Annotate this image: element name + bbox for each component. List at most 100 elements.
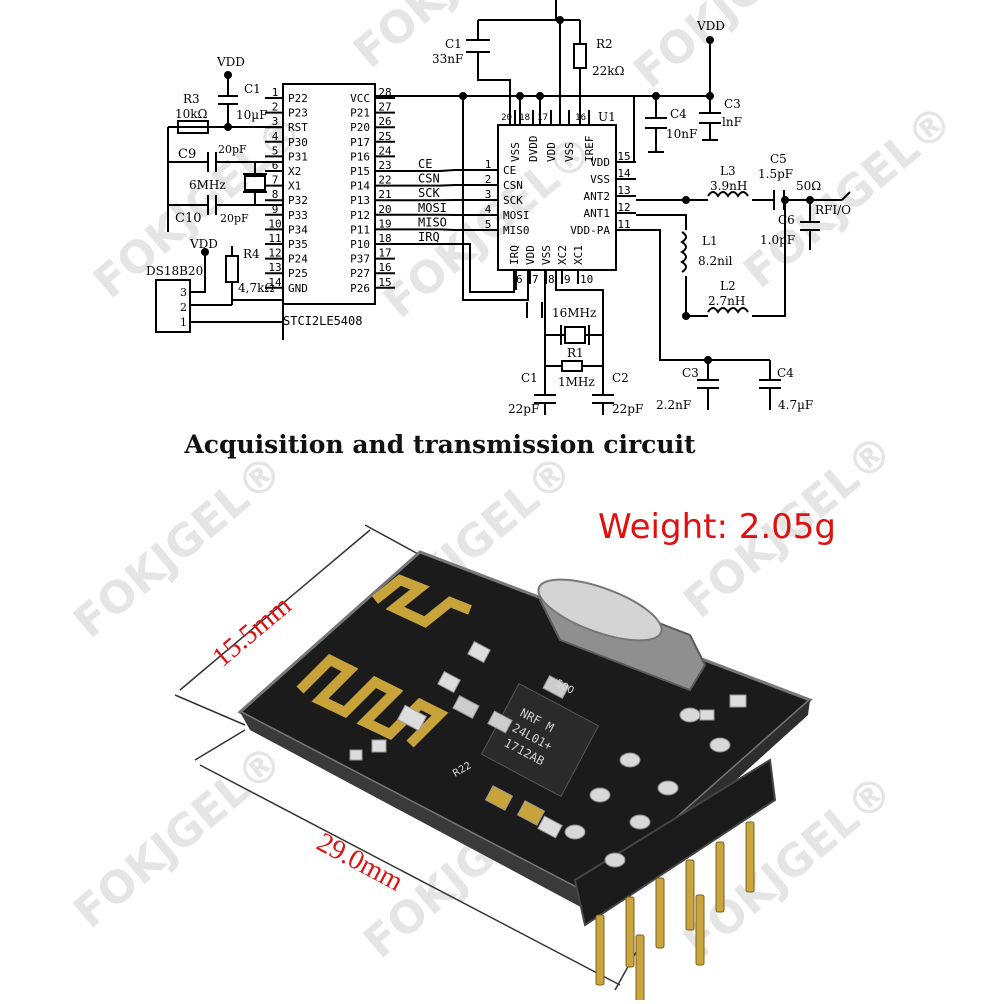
watermark: FOKJGEL® (64, 735, 293, 939)
length-label: 29.0mm (312, 827, 408, 898)
mcu-pin-number: 11 (268, 232, 281, 245)
net-label: CE (418, 157, 432, 171)
c1-bot-value: 22pF (508, 402, 539, 416)
rf-pin-number: 11 (617, 218, 630, 231)
l3-value: 3.9nH (710, 179, 747, 193)
watermark: FOKJGEL® (734, 95, 963, 299)
header-pin (626, 897, 634, 967)
c1-top-value: 33nF (432, 52, 463, 66)
r3-value: 10kΩ (175, 107, 208, 121)
c4-top-value: 10nF (666, 127, 697, 141)
mcu-pin-number: 2 (272, 101, 279, 114)
mcu-pin-name: P17 (350, 136, 370, 149)
r2-ref: R2 (596, 37, 613, 51)
rf-pin-number: 10 (580, 273, 593, 286)
spi-net (395, 185, 498, 186)
mcu-pin-name: P26 (350, 282, 370, 295)
mcu-pin-name: X2 (288, 165, 301, 178)
mcu-pin-number: 19 (378, 217, 391, 230)
mcu-pin-number: 18 (378, 232, 391, 245)
mcu-pin-number: 22 (378, 174, 391, 187)
mcu-pin-number: 13 (268, 261, 281, 274)
mcu-pin-name: P10 (350, 238, 370, 251)
mcu-pin-name: X1 (288, 180, 301, 193)
mcu-pin-number: 10 (268, 217, 281, 230)
mcu-pin-name: P22 (288, 92, 308, 105)
header-pad (710, 738, 730, 752)
c1-top-ref: C1 (445, 37, 462, 51)
spi-net (395, 229, 498, 230)
rf-pin-name: VSS (540, 245, 553, 265)
mcu-pin-number: 17 (378, 247, 391, 260)
rf-pin-number: 8 (548, 273, 555, 286)
c9-value: 20pF (218, 143, 247, 156)
rf-pin-number: 17 (537, 113, 548, 123)
mcu-pin-name: P33 (288, 209, 308, 222)
mcu-pin-name: RST (288, 121, 308, 134)
r1-value: 1MHz (558, 375, 595, 389)
header-pad (620, 753, 640, 767)
rf-pin-name: XC2 (556, 245, 569, 265)
header-pad (630, 815, 650, 829)
mcu-pin-name: P23 (288, 107, 308, 120)
rf-pin-number: 9 (564, 273, 571, 286)
xtal-mcu-value: 6MHz (189, 178, 226, 192)
antenna-label: RFI/O (815, 203, 851, 217)
rf-pin-number: 12 (617, 201, 630, 214)
mcu-pin-number: 27 (378, 101, 391, 114)
l1-value: 8.2nil (698, 254, 733, 268)
rf-pin-name: ANT1 (584, 207, 611, 220)
mcu-pin-name: P13 (350, 194, 370, 207)
mcu-pin-name: P14 (350, 180, 370, 193)
rf-pin-name: VDD (545, 142, 558, 162)
header-pad (590, 788, 610, 802)
mcu-pin-name: P24 (288, 253, 308, 266)
c5-ref: C5 (770, 152, 787, 166)
rf-pin-name: VDD (590, 156, 610, 169)
c2-bot-value: 22pF (612, 402, 643, 416)
smd-part (372, 740, 386, 752)
mcu-pin-name: P35 (288, 238, 308, 251)
header-pin (636, 935, 644, 1000)
mcu-pin-name: P15 (350, 165, 370, 178)
rf-chip-ref: U1 (598, 110, 616, 124)
header-pad (565, 825, 585, 839)
rf-pin-name: VSS (509, 142, 522, 162)
rf-pin-name: SCK (503, 194, 523, 207)
rf-pin-number: 7 (532, 273, 539, 286)
net-label: MISO (418, 215, 447, 229)
c1-left-ref: C1 (244, 82, 261, 96)
header-pin (656, 878, 664, 948)
mcu-pin-number: 1 (272, 86, 279, 99)
mcu-pin-number: 23 (378, 159, 391, 172)
header-pin (696, 895, 704, 965)
header-pin (686, 860, 694, 930)
rf-pin-name: MOSI (503, 209, 530, 222)
header-pin (596, 915, 604, 985)
mcu-pin-name: P16 (350, 150, 370, 163)
mcu-pin-number: 21 (378, 188, 391, 201)
antenna-impedance: 50Ω (796, 179, 821, 193)
r4-value: 4,7kΩ (238, 281, 274, 295)
c1-left-value: 10µF (236, 108, 267, 122)
net-label: MOSI (418, 201, 447, 215)
rf-pin-name: CSN (503, 179, 523, 192)
mcu-pin-name: P21 (350, 107, 370, 120)
mcu-pin-number: 16 (378, 261, 391, 274)
smd-part (700, 710, 714, 720)
rf-pin-name: DVDD (527, 136, 540, 163)
c3-bot-value: 2.2nF (656, 398, 691, 412)
rf-pin-name: VSS (590, 173, 610, 186)
c3-top-ref: C3 (724, 97, 741, 111)
mcu-pin-name: P11 (350, 223, 370, 236)
c4-bot-ref: C4 (777, 366, 794, 380)
c9-ref: C9 (178, 147, 196, 162)
mcu-pin-name: P34 (288, 223, 308, 236)
vdd-label-mcu: VDD (216, 55, 245, 69)
c10-ref: C10 (175, 211, 202, 226)
mcu-pin-number: 7 (272, 174, 279, 187)
mcu-pin-name: P25 (288, 267, 308, 280)
header-pad (680, 708, 700, 722)
